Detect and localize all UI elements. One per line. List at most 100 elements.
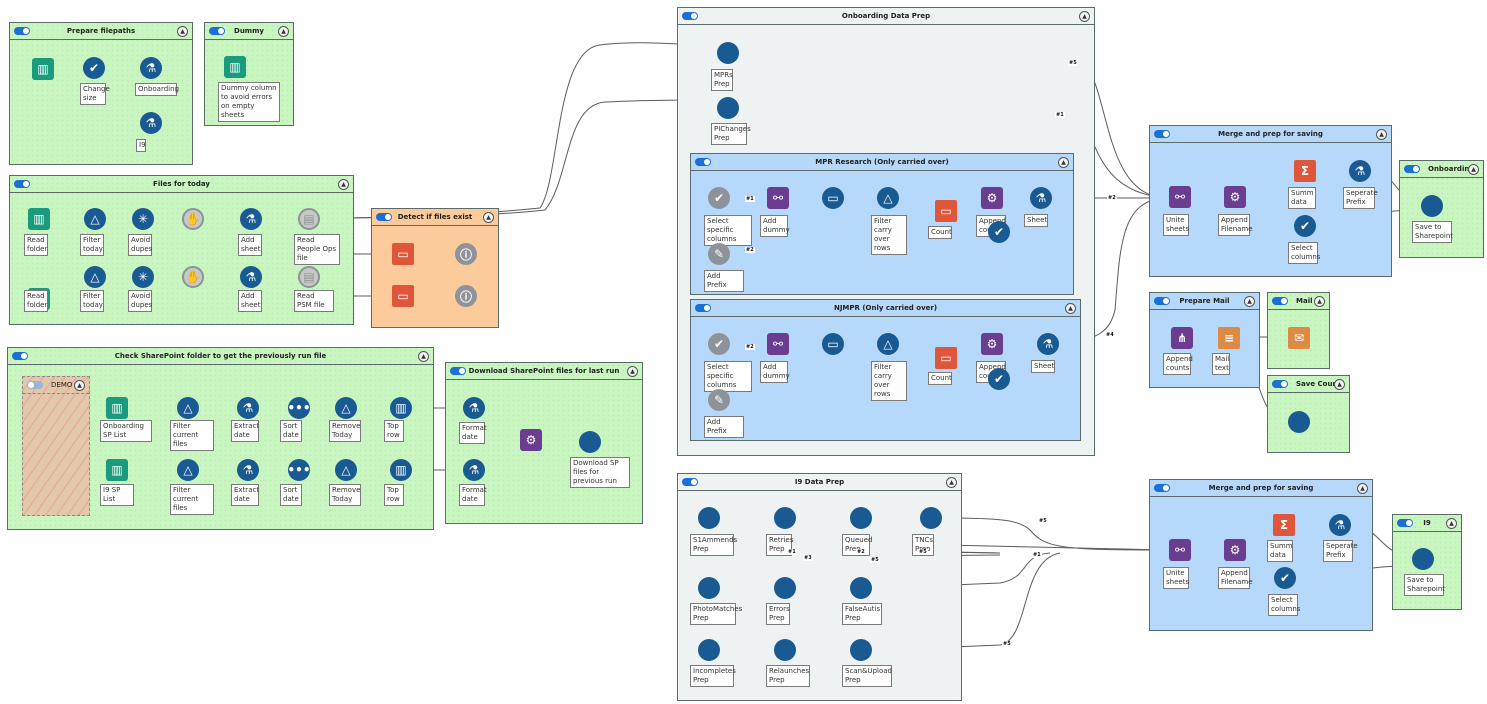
append-fields-tool[interactable]: ⚙ — [981, 333, 1003, 355]
container-toggle[interactable] — [376, 213, 392, 221]
macro-tool[interactable] — [579, 431, 601, 453]
data-cleansing-tool[interactable]: ▭ — [822, 333, 844, 355]
directory-tool[interactable]: ▥ — [28, 208, 50, 230]
union-tool[interactable]: ⚯ — [1169, 539, 1191, 561]
macro-tool[interactable] — [698, 577, 720, 599]
sharepoint-input-tool[interactable]: ▥ — [106, 459, 128, 481]
macro-tool[interactable] — [1421, 195, 1443, 217]
append-fields-tool[interactable]: ⚙ — [1224, 186, 1246, 208]
count-records-tool[interactable]: ▭ — [935, 200, 957, 222]
macro-tool[interactable] — [850, 577, 872, 599]
container-toggle[interactable] — [1404, 165, 1420, 173]
select-tool-disabled[interactable]: ✔ — [708, 187, 730, 209]
formula-tool[interactable]: ⚗ — [140, 57, 162, 79]
container-save-count[interactable]: Save Count ▲ — [1267, 375, 1350, 453]
collapse-icon[interactable]: ▲ — [177, 26, 188, 37]
report-text-tool[interactable]: ≡ — [1218, 327, 1240, 349]
summarize-tool[interactable]: Σ — [1294, 160, 1316, 182]
filter-tool[interactable]: △ — [177, 459, 199, 481]
union-tool[interactable]: ⚯ — [767, 187, 789, 209]
collapse-icon[interactable]: ▲ — [1065, 303, 1076, 314]
formula-tool[interactable]: ⚗ — [463, 397, 485, 419]
container-toggle[interactable] — [682, 478, 698, 486]
filter-tool[interactable]: △ — [84, 266, 106, 288]
container-toggle[interactable] — [209, 27, 225, 35]
dynamic-input-tool[interactable]: ▤ — [298, 208, 320, 230]
container-toggle[interactable] — [1397, 519, 1413, 527]
select-tool[interactable]: ✔ — [1294, 215, 1316, 237]
count-records-tool[interactable]: ▭ — [392, 243, 414, 265]
select-tool-disabled[interactable]: ✔ — [708, 333, 730, 355]
filter-tool[interactable]: △ — [877, 333, 899, 355]
select-tool[interactable]: ✔ — [988, 221, 1010, 243]
collapse-icon[interactable]: ▲ — [338, 179, 349, 190]
formula-tool[interactable]: ⚗ — [237, 459, 259, 481]
container-i9-data-prep[interactable]: I9 Data Prep ▲ — [677, 473, 962, 701]
container-toggle[interactable] — [12, 352, 28, 360]
collapse-icon[interactable]: ▲ — [1244, 296, 1255, 307]
collapse-icon[interactable]: ▲ — [1079, 11, 1090, 22]
macro-tool[interactable] — [717, 97, 739, 119]
select-tool[interactable]: ✔ — [1274, 567, 1296, 589]
dynamic-rename-tool[interactable]: ✎ — [708, 389, 730, 411]
unique-tool[interactable]: ✳ — [132, 266, 154, 288]
container-toggle[interactable] — [1154, 130, 1170, 138]
collapse-icon[interactable]: ▲ — [1357, 483, 1368, 494]
container-toggle[interactable] — [14, 27, 30, 35]
text-input-tool[interactable]: ▥ — [224, 56, 246, 78]
container-toggle[interactable] — [450, 367, 466, 375]
count-records-tool[interactable]: ▭ — [392, 285, 414, 307]
filter-tool[interactable]: △ — [335, 459, 357, 481]
filter-tool[interactable]: △ — [335, 397, 357, 419]
formula-tool[interactable]: ⚗ — [240, 266, 262, 288]
formula-tool[interactable]: ⚗ — [463, 459, 485, 481]
macro-tool[interactable] — [920, 507, 942, 529]
append-fields-tool[interactable]: ⋔ — [1171, 327, 1193, 349]
formula-tool[interactable]: ⚗ — [140, 112, 162, 134]
collapse-icon[interactable]: ▲ — [74, 380, 85, 391]
collapse-icon[interactable]: ▲ — [418, 351, 429, 362]
filter-tool[interactable]: △ — [877, 187, 899, 209]
filter-tool[interactable]: △ — [84, 208, 106, 230]
select-tool[interactable]: ✔ — [988, 368, 1010, 390]
formula-tool[interactable]: ⚗ — [240, 208, 262, 230]
macro-tool[interactable] — [717, 42, 739, 64]
container-toggle[interactable] — [1272, 380, 1288, 388]
dynamic-input-tool[interactable]: ▤ — [298, 266, 320, 288]
data-cleansing-tool[interactable]: ▭ — [822, 187, 844, 209]
container-demo[interactable]: DEMO ▲ — [22, 376, 90, 516]
select-tool[interactable]: ✔ — [83, 57, 105, 79]
container-toggle[interactable] — [1154, 484, 1170, 492]
container-mpr-research[interactable]: MPR Research (Only carried over) ▲ — [690, 153, 1074, 295]
sample-tool[interactable]: ▥ — [390, 397, 412, 419]
container-toggle[interactable] — [695, 158, 711, 166]
macro-tool[interactable] — [698, 507, 720, 529]
container-toggle[interactable] — [27, 381, 43, 389]
collapse-icon[interactable]: ▲ — [946, 477, 957, 488]
collapse-icon[interactable]: ▲ — [1314, 296, 1325, 307]
formula-tool[interactable]: ⚗ — [1329, 514, 1351, 536]
macro-tool[interactable] — [1412, 548, 1434, 570]
macro-tool[interactable] — [774, 639, 796, 661]
collapse-icon[interactable]: ▲ — [627, 366, 638, 377]
dynamic-rename-tool[interactable]: ✎ — [708, 243, 730, 265]
formula-tool[interactable]: ⚗ — [1037, 333, 1059, 355]
append-fields-tool[interactable]: ⚙ — [981, 187, 1003, 209]
collapse-icon[interactable]: ▲ — [1376, 129, 1387, 140]
formula-tool[interactable]: ⚗ — [1349, 160, 1371, 182]
message-tool[interactable]: ⓘ — [455, 243, 477, 265]
collapse-icon[interactable]: ▲ — [1446, 518, 1457, 529]
detour-tool[interactable]: ✋ — [182, 266, 204, 288]
macro-tool[interactable] — [850, 639, 872, 661]
container-toggle[interactable] — [14, 180, 30, 188]
collapse-icon[interactable]: ▲ — [1058, 157, 1069, 168]
container-toggle[interactable] — [1272, 297, 1288, 305]
formula-tool[interactable]: ⚗ — [237, 397, 259, 419]
collapse-icon[interactable]: ▲ — [1334, 379, 1345, 390]
collapse-icon[interactable]: ▲ — [1468, 164, 1479, 175]
collapse-icon[interactable]: ▲ — [483, 212, 494, 223]
detour-tool[interactable]: ✋ — [182, 208, 204, 230]
email-tool[interactable]: ✉ — [1288, 327, 1310, 349]
macro-tool[interactable] — [850, 507, 872, 529]
